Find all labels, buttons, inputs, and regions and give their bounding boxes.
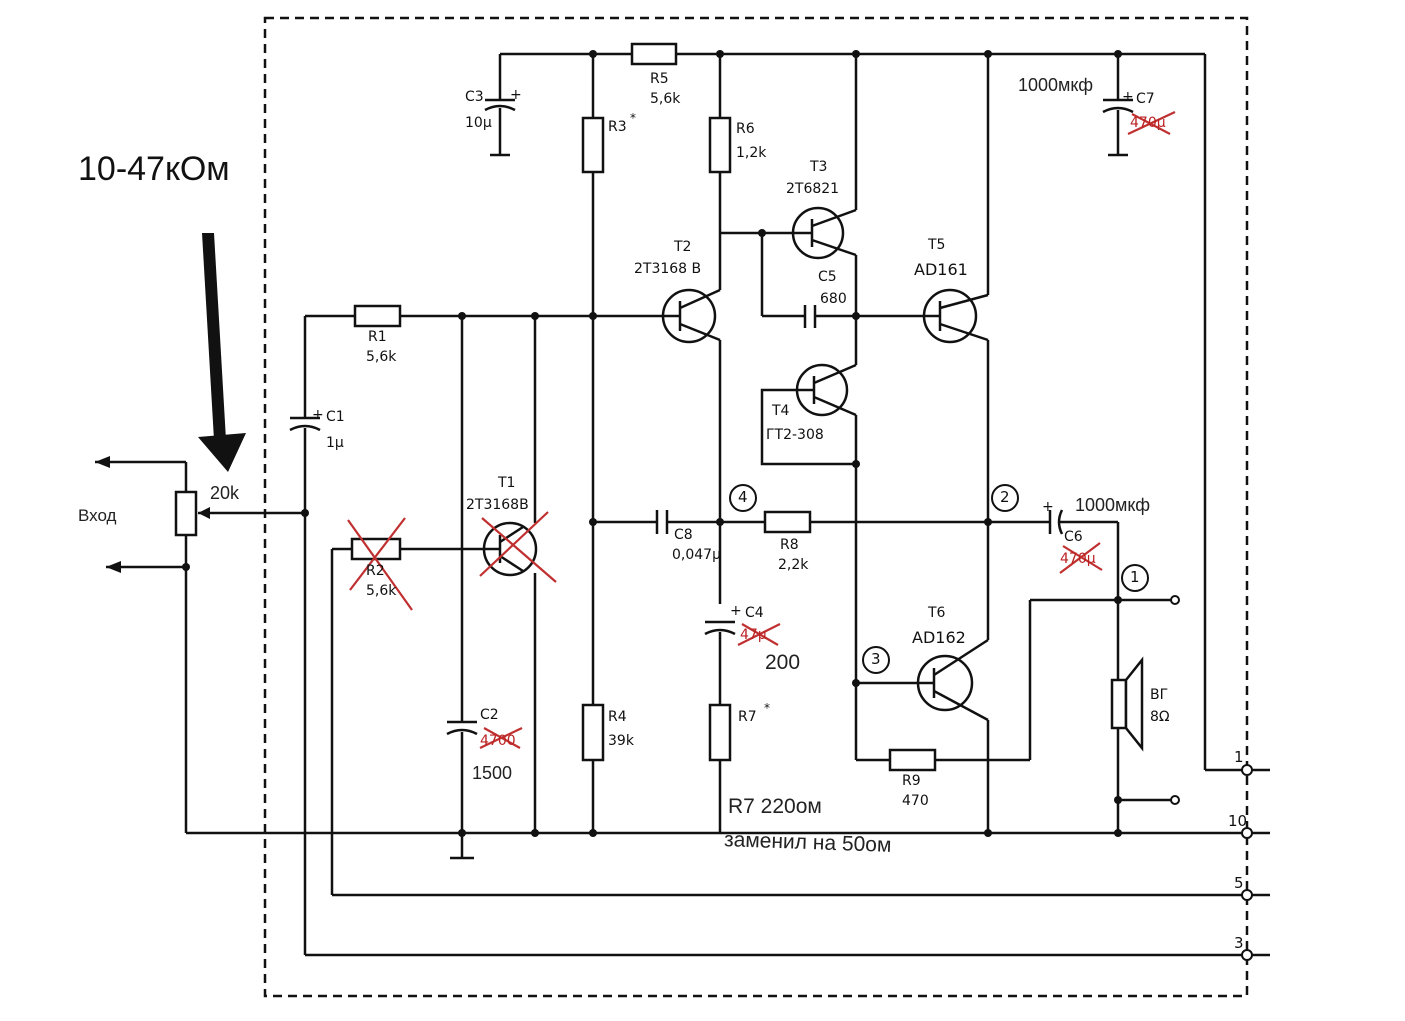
pot-range-note: 10-47кОм (78, 150, 230, 188)
c4-label: C4 (745, 605, 764, 621)
node-markers (729, 484, 1149, 674)
input-arrow-bottom (106, 561, 121, 573)
r1-label: R1 (368, 329, 387, 345)
input-arrow-top (95, 456, 110, 468)
t3-type: 2T6821 (786, 181, 840, 197)
t3-transistor (791, 206, 856, 260)
strike-marks (348, 112, 1175, 748)
t3-label: T3 (810, 159, 828, 175)
r7-label: R7 (738, 709, 757, 725)
c7-plus: + (1122, 89, 1134, 105)
r5-value: 5,6k (650, 91, 681, 107)
t1-label: T1 (498, 475, 516, 491)
c6-label: C6 (1064, 529, 1083, 545)
t5-label: T5 (928, 237, 946, 253)
r9-resistor (888, 748, 937, 772)
c5-label: C5 (818, 269, 837, 285)
t4-type: ГТ2-308 (766, 427, 824, 443)
t2-transistor (661, 288, 720, 344)
r9-label: R9 (902, 773, 921, 789)
c3-plus: + (510, 87, 522, 103)
transistors (482, 206, 988, 720)
c2-old-value: 4700 (480, 733, 516, 749)
t4-transistor (795, 363, 856, 417)
pot-wiper-arrow (198, 507, 210, 519)
t1-type: 2T3168B (466, 497, 529, 513)
c7-label: C7 (1136, 91, 1155, 107)
c4-new-value: 200 (765, 651, 801, 674)
pin-10: 10 (1228, 812, 1248, 830)
c1-plus: + (312, 407, 324, 423)
r2-label: R2 (366, 563, 385, 579)
r6-resistor (708, 116, 732, 174)
r6-label: R6 (736, 121, 755, 137)
t2-type: 2T3168 B (634, 261, 702, 277)
r2-value: 5,6k (366, 583, 397, 599)
input-label: Вход (78, 506, 117, 525)
c6-plus: + (1042, 499, 1054, 515)
r1-resistor (353, 304, 402, 328)
junction-dots (182, 50, 1122, 837)
t5-transistor (922, 288, 988, 344)
c1-label: C1 (326, 409, 345, 425)
output-terminals (1170, 595, 1253, 961)
c7-new-value: 1000мкф (1018, 75, 1094, 95)
c2-new-value: 1500 (472, 763, 513, 783)
r7-mark: * (764, 701, 770, 715)
c8-value: 0,047µ (672, 547, 721, 563)
r9-value: 470 (902, 793, 929, 809)
r5-resistor (630, 42, 678, 66)
t6-label: T6 (928, 605, 946, 621)
pointer-arrow-icon (198, 233, 246, 472)
r8-resistor (763, 510, 812, 534)
r7-note-line2: заменил на 50ом (723, 828, 892, 857)
t4-label: T4 (772, 403, 790, 419)
node-2: 2 (1000, 488, 1010, 506)
r3-mark: * (630, 111, 636, 125)
t2-label: T2 (674, 239, 692, 255)
r4-label: R4 (608, 709, 627, 725)
c1-value: 1µ (326, 435, 344, 451)
c8-label: C8 (674, 527, 693, 543)
board-outline (263, 16, 1249, 998)
c4-plus: + (730, 603, 742, 619)
t6-type: AD162 (912, 628, 966, 647)
resistors (174, 42, 937, 772)
node-4: 4 (738, 488, 748, 506)
r8-value: 2,2k (778, 557, 809, 573)
node-3: 3 (871, 650, 881, 668)
node-1: 1 (1130, 568, 1140, 586)
r7-resistor (708, 703, 732, 762)
t6-transistor (916, 640, 988, 720)
c3-value: 10µ (465, 115, 492, 131)
c6-old-value: 470µ (1060, 551, 1096, 567)
pin-3: 3 (1234, 934, 1244, 952)
speaker-value: 8Ω (1150, 709, 1170, 725)
c4-old-value: 47µ (740, 627, 767, 643)
pin-5: 5 (1234, 874, 1244, 892)
pot-value-note: 20k (210, 483, 240, 503)
r3-resistor (581, 116, 605, 174)
c3-label: C3 (465, 89, 484, 105)
r8-label: R8 (780, 537, 799, 553)
r1-value: 5,6k (366, 349, 397, 365)
c7-old-value: 470µ (1130, 115, 1166, 131)
c5-value: 680 (820, 291, 847, 307)
r5-label: R5 (650, 71, 669, 87)
r4-resistor (581, 703, 605, 762)
speaker-icon (1110, 656, 1144, 752)
potentiometer (174, 490, 198, 537)
c6-new-value: 1000мкф (1075, 495, 1151, 515)
speaker-label: ВГ (1150, 687, 1169, 703)
r6-value: 1,2k (736, 145, 767, 161)
c2-label: C2 (480, 707, 499, 723)
pin-1: 1 (1234, 748, 1244, 766)
r4-value: 39k (608, 733, 634, 749)
r3-label: R3 (608, 119, 627, 135)
t5-type: AD161 (914, 260, 968, 279)
r7-note-line1: R7 220ом (728, 795, 822, 818)
